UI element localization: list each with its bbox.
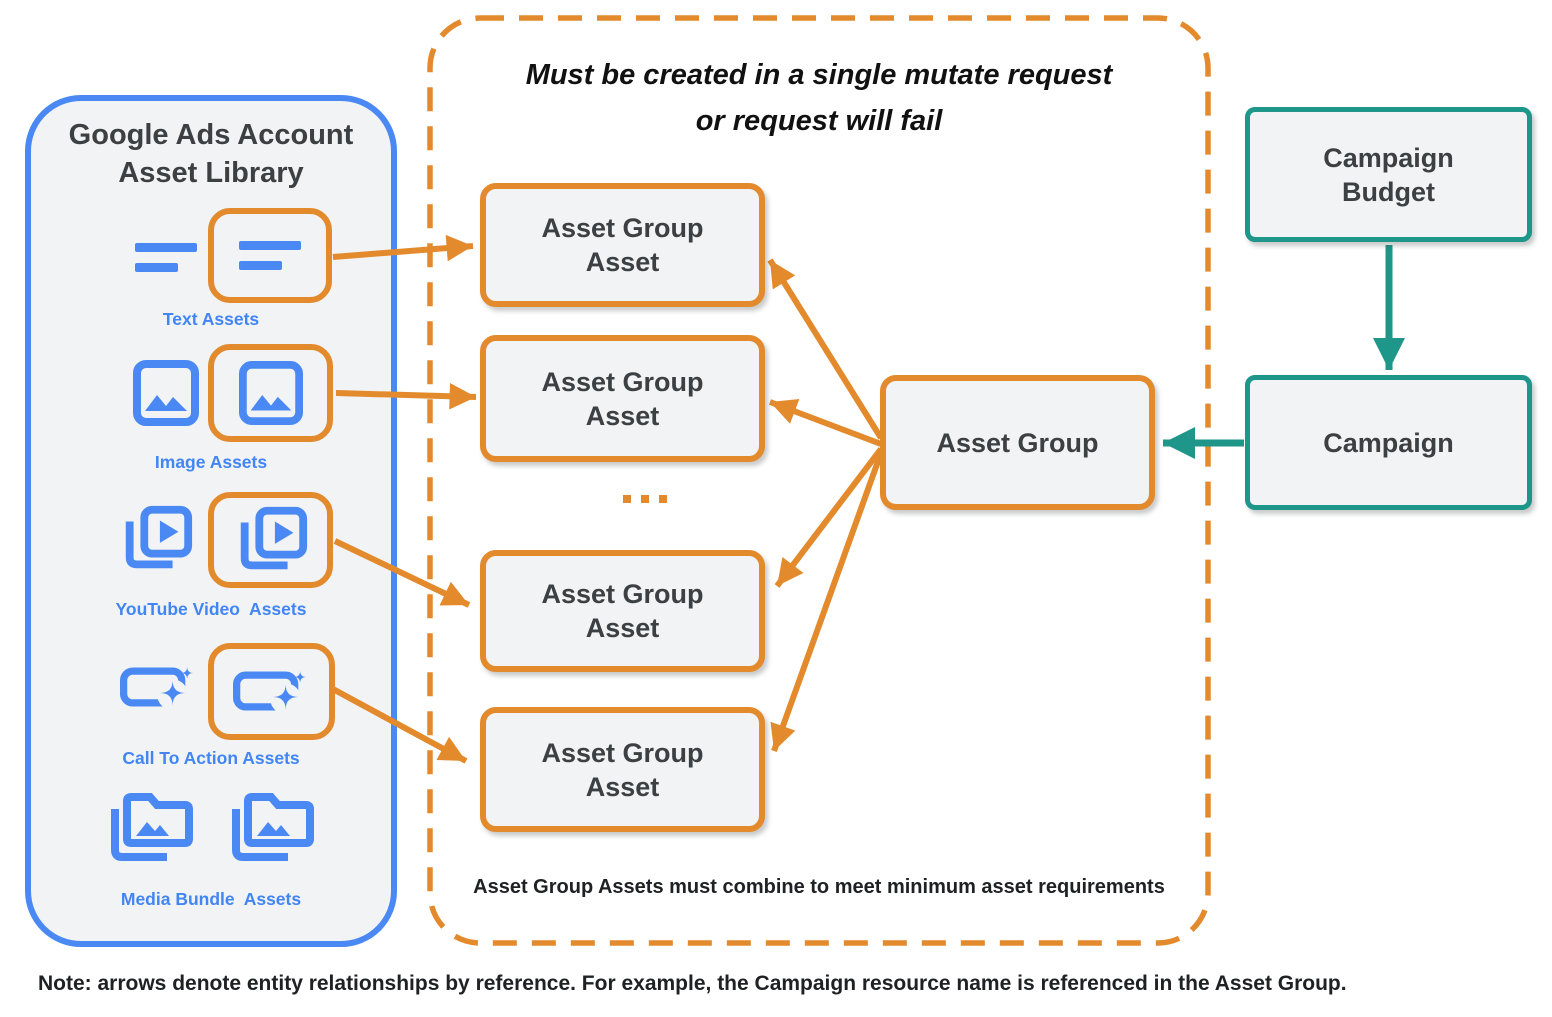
image-assets-label: Image Assets bbox=[154, 452, 268, 472]
text-asset-icon bbox=[135, 243, 197, 273]
arrow-asset-group-to-box4 bbox=[770, 451, 884, 753]
call-to-action-asset-icon bbox=[232, 667, 311, 716]
arrow-asset-group-to-box3 bbox=[774, 447, 884, 588]
reference-note: Note: arrows denote entity relationships… bbox=[38, 972, 1347, 995]
asset-group-asset-box-1: Asset Group Asset bbox=[480, 183, 765, 307]
text-asset-icon bbox=[239, 240, 301, 271]
asset-group-box: Asset Group bbox=[880, 375, 1155, 510]
youtube-video-assets-label: YouTube Video Assets bbox=[115, 599, 307, 619]
campaign-budget-label: Campaign Budget bbox=[1323, 142, 1454, 207]
call-to-action-assets-label: Call To Action Assets bbox=[122, 748, 300, 768]
mutate-panel-title: Must be created in a single mutate reque… bbox=[525, 59, 1113, 137]
campaign-label: Campaign bbox=[1323, 427, 1454, 458]
arrow-asset-group-to-box2 bbox=[768, 398, 883, 447]
asset-group-label: Asset Group bbox=[936, 427, 1099, 458]
mutate-panel-footnote: Asset Group Assets must combine to meet … bbox=[473, 876, 1165, 898]
youtube-video-asset-selected-box bbox=[208, 492, 333, 588]
image-asset-icon bbox=[238, 361, 303, 425]
asset-group-asset-label: Asset Group Asset bbox=[541, 579, 704, 643]
media-bundle-assets-label: Media Bundle Assets bbox=[120, 889, 302, 909]
youtube-video-asset-icon bbox=[232, 501, 310, 579]
call-to-action-asset-icon bbox=[120, 663, 198, 712]
asset-group-asset-label: Asset Group Asset bbox=[541, 366, 704, 431]
asset-group-asset-label: Asset Group Asset bbox=[541, 737, 704, 802]
asset-group-asset-box-2: Asset Group Asset bbox=[480, 335, 765, 462]
campaign-budget-box: Campaign Budget bbox=[1245, 107, 1532, 242]
asset-group-asset-box-4: Asset Group Asset bbox=[480, 707, 765, 832]
text-assets-label: Text Assets bbox=[162, 309, 260, 329]
media-bundle-asset-icon bbox=[226, 787, 320, 865]
asset-group-asset-label: Asset Group Asset bbox=[541, 213, 704, 277]
image-asset-icon bbox=[133, 360, 199, 426]
arrow-asset-group-to-box1 bbox=[767, 258, 884, 440]
image-asset-selected-box bbox=[208, 344, 333, 442]
media-bundle-asset-icon bbox=[105, 787, 199, 865]
library-title: Google Ads Account Asset Library bbox=[68, 119, 354, 189]
text-asset-selected-box bbox=[208, 208, 332, 303]
call-to-action-asset-selected-box bbox=[208, 643, 335, 740]
asset-group-asset-box-3: Asset Group Asset bbox=[480, 550, 765, 672]
campaign-box: Campaign bbox=[1245, 375, 1532, 510]
ellipsis-dots bbox=[600, 495, 690, 509]
youtube-video-asset-icon bbox=[117, 500, 195, 578]
